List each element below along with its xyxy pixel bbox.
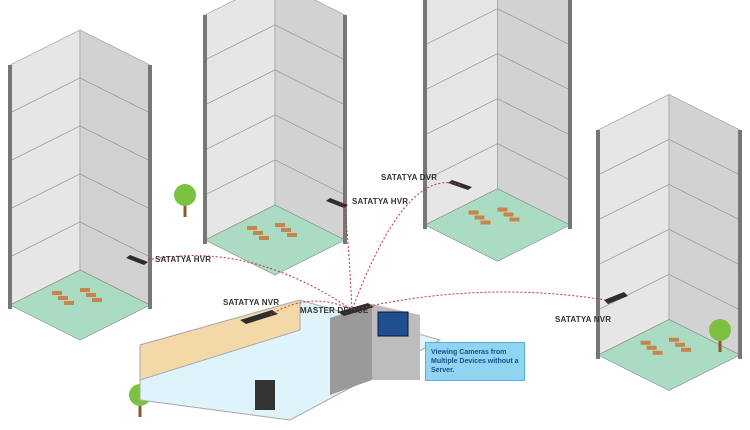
link-line-left-hvr — [147, 255, 353, 311]
label-left-hvr: SATATYA HVR — [155, 255, 212, 264]
building-right-center-desk — [468, 210, 479, 215]
building-right-desk — [646, 345, 657, 350]
link-line-office-nvr — [269, 300, 353, 316]
cubicle-partition — [330, 304, 372, 395]
label-middle-hvr: SATATYA HVR — [352, 197, 409, 206]
master-device — [338, 303, 374, 316]
building-right-center-desk — [509, 217, 520, 222]
office-nvr-device — [240, 310, 278, 324]
label-master-device: MASTER DEVICE — [300, 306, 369, 315]
server-rack — [255, 380, 275, 410]
building-middle-desk — [253, 231, 263, 235]
building-middle-desk — [275, 223, 285, 227]
label-office-nvr: SATATYA NVR — [223, 298, 280, 307]
callout-viewing-cameras: Viewing Cameras from Multiple Devices wi… — [425, 342, 525, 381]
building-right-desk — [669, 337, 679, 342]
building-left-desk — [86, 293, 96, 297]
building-right-center-desk — [503, 212, 514, 217]
building-left-pillar — [148, 65, 152, 309]
building-right-desk — [681, 347, 691, 352]
building-right-center-desk — [480, 220, 491, 225]
building-middle-desk — [287, 233, 297, 237]
building-middle-pillar — [343, 15, 347, 244]
right-nvr-device — [604, 292, 628, 304]
tree-foliage — [174, 184, 196, 206]
building-right-center-pillar — [568, 0, 572, 229]
building-right-pillar — [738, 130, 742, 359]
building-left-desk — [80, 288, 90, 292]
building-left-desk — [52, 291, 62, 295]
label-dvr: SATATYA DVR — [381, 173, 438, 182]
left-hvr-device — [126, 255, 148, 265]
middle-hvr-device — [326, 198, 348, 208]
video-wall-monitor — [377, 311, 409, 337]
building-left-desk — [58, 296, 68, 300]
building-middle-desk — [247, 226, 257, 230]
link-line-dvr — [351, 182, 461, 311]
label-right-nvr: SATATYA NVR — [555, 315, 612, 324]
building-left-pillar — [8, 65, 12, 309]
building-left-desk — [64, 301, 74, 305]
building-right-desk — [652, 350, 663, 355]
building-right-center-pillar — [423, 0, 427, 229]
building-middle-pillar — [203, 15, 207, 244]
tree-foliage — [709, 319, 731, 341]
building-left-desk — [92, 298, 102, 302]
building-middle-desk — [281, 228, 291, 232]
building-right-desk — [640, 340, 651, 345]
building-right-center-desk — [497, 207, 508, 212]
building-middle-desk — [259, 236, 269, 240]
office-wall — [139, 299, 301, 381]
building-right-pillar — [596, 130, 600, 359]
link-line-right-nvr — [351, 291, 607, 311]
building-right-center-desk — [474, 215, 485, 220]
building-right-desk — [675, 342, 685, 347]
